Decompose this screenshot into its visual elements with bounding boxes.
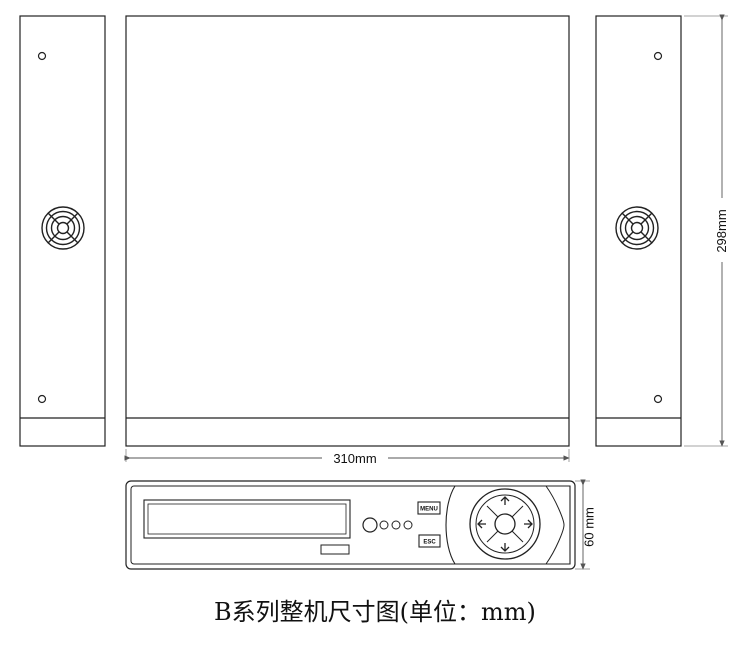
esc-button-label: ESC bbox=[423, 540, 436, 546]
nav-ok-button[interactable] bbox=[494, 513, 516, 535]
depth-dimension: 298mm bbox=[684, 14, 729, 447]
power-led-icon bbox=[391, 520, 401, 530]
power-button[interactable] bbox=[362, 517, 378, 533]
arrow-left-icon bbox=[477, 519, 486, 529]
arrow-down-icon bbox=[500, 543, 510, 552]
width-label: 310mm bbox=[333, 451, 376, 466]
depth-label: 298mm bbox=[714, 209, 729, 252]
arrow-right-icon bbox=[524, 519, 533, 529]
left-side-view bbox=[19, 15, 106, 447]
width-dimension: 310mm bbox=[124, 449, 570, 466]
status-led-icon bbox=[379, 520, 389, 530]
drive-bay bbox=[143, 499, 351, 539]
diagram-caption: B系列整机尺寸图(单位：mm) bbox=[214, 598, 536, 626]
arrow-up-icon bbox=[500, 496, 510, 505]
height-label: 60 mm bbox=[582, 507, 597, 547]
network-led-icon bbox=[403, 520, 413, 530]
fan-vent-icon bbox=[615, 206, 659, 250]
screw-hole-icon bbox=[37, 394, 47, 404]
screw-hole-icon bbox=[653, 394, 663, 404]
right-side-view bbox=[595, 15, 682, 447]
top-view bbox=[125, 15, 570, 447]
usb-port bbox=[320, 544, 350, 555]
menu-button-label: MENU bbox=[420, 507, 438, 513]
screw-hole-icon bbox=[653, 51, 663, 61]
esc-button[interactable]: ESC bbox=[418, 534, 441, 548]
nav-pad[interactable] bbox=[469, 488, 541, 560]
screw-hole-icon bbox=[37, 51, 47, 61]
fan-vent-icon bbox=[41, 206, 85, 250]
menu-button[interactable]: MENU bbox=[417, 501, 441, 515]
front-view: MENU ESC bbox=[125, 480, 576, 570]
height-dimension: 60 mm bbox=[575, 479, 597, 570]
